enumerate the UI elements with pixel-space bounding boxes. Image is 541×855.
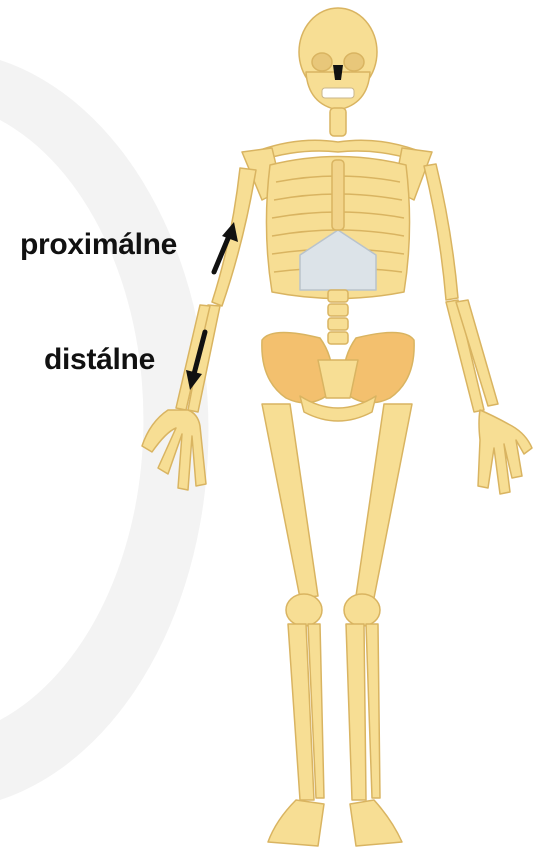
right-leg <box>344 404 412 846</box>
distal-label: distálne <box>44 343 155 377</box>
proximal-label: proximálne <box>20 228 177 262</box>
cervical-spine <box>330 108 346 136</box>
left-leg <box>262 404 324 846</box>
rib-cage <box>266 157 409 299</box>
skull <box>299 8 377 110</box>
right-arm <box>424 164 532 494</box>
lumbar-spine <box>328 290 348 344</box>
skeleton <box>142 8 532 846</box>
